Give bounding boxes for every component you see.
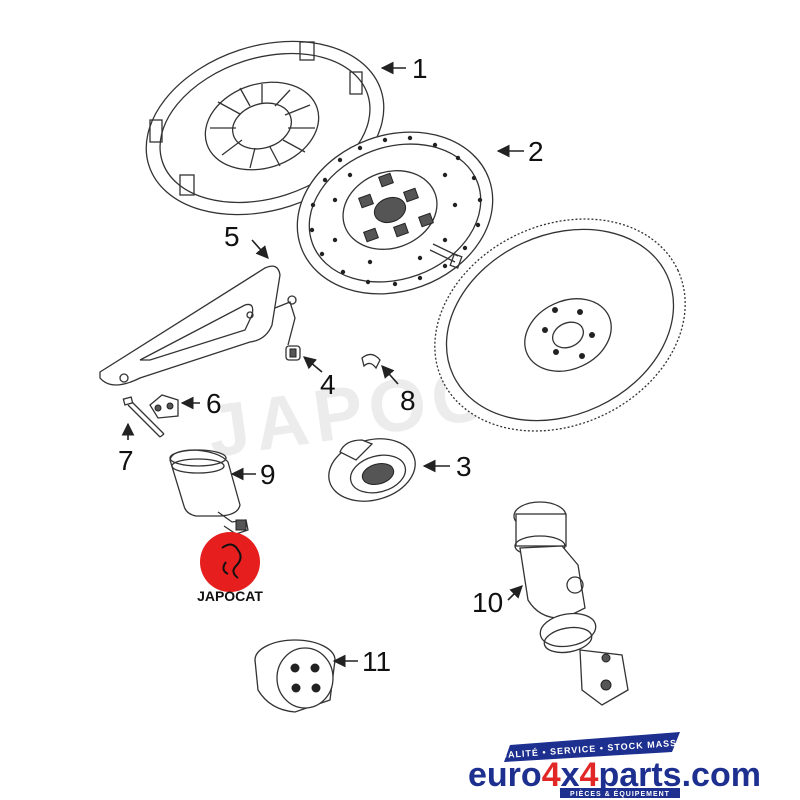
part-3-release-bearing <box>328 438 416 502</box>
leader-arrows <box>121 61 524 668</box>
japocat-logo: JAPOCAT <box>197 532 263 604</box>
part-number-1: 1 <box>412 53 428 84</box>
part-number-2: 2 <box>528 136 544 167</box>
euro4x4parts-logo: QUALITÉ • SERVICE • STOCK MASSIF euro4x4… <box>468 732 761 798</box>
part-6-pivot-clip <box>149 394 179 419</box>
part-8-clip <box>361 353 381 370</box>
part-9-slave-cylinder <box>169 449 249 535</box>
arrow-8 <box>381 365 399 385</box>
part-number-10: 10 <box>472 587 503 618</box>
flywheel <box>434 218 686 432</box>
part-number-6: 6 <box>206 388 222 419</box>
japocat-logo-text: JAPOCAT <box>197 588 263 604</box>
part-2-clutch-disc <box>296 131 494 295</box>
part-4-bushing <box>285 345 301 361</box>
part-number-7: 7 <box>118 445 134 476</box>
part-number-4: 4 <box>320 369 336 400</box>
part-10-master-cylinder <box>513 501 629 706</box>
part-5-release-fork <box>99 265 297 386</box>
part-7-bolt <box>122 396 165 438</box>
part-number-5: 5 <box>224 221 240 252</box>
arrow-10 <box>507 585 523 601</box>
arrow-5 <box>251 239 269 259</box>
euro-logo-subline: PIÈCES & ÉQUIPEMENT <box>570 789 670 798</box>
part-number-9: 9 <box>260 459 276 490</box>
part-number-11: 11 <box>362 646 391 677</box>
euro-logo-wordmark: euro4x4parts.com <box>468 756 761 794</box>
part-11-damper-bushing <box>254 639 336 713</box>
part-number-8: 8 <box>400 385 416 416</box>
arrow-4 <box>303 356 323 373</box>
part-number-3: 3 <box>456 451 472 482</box>
